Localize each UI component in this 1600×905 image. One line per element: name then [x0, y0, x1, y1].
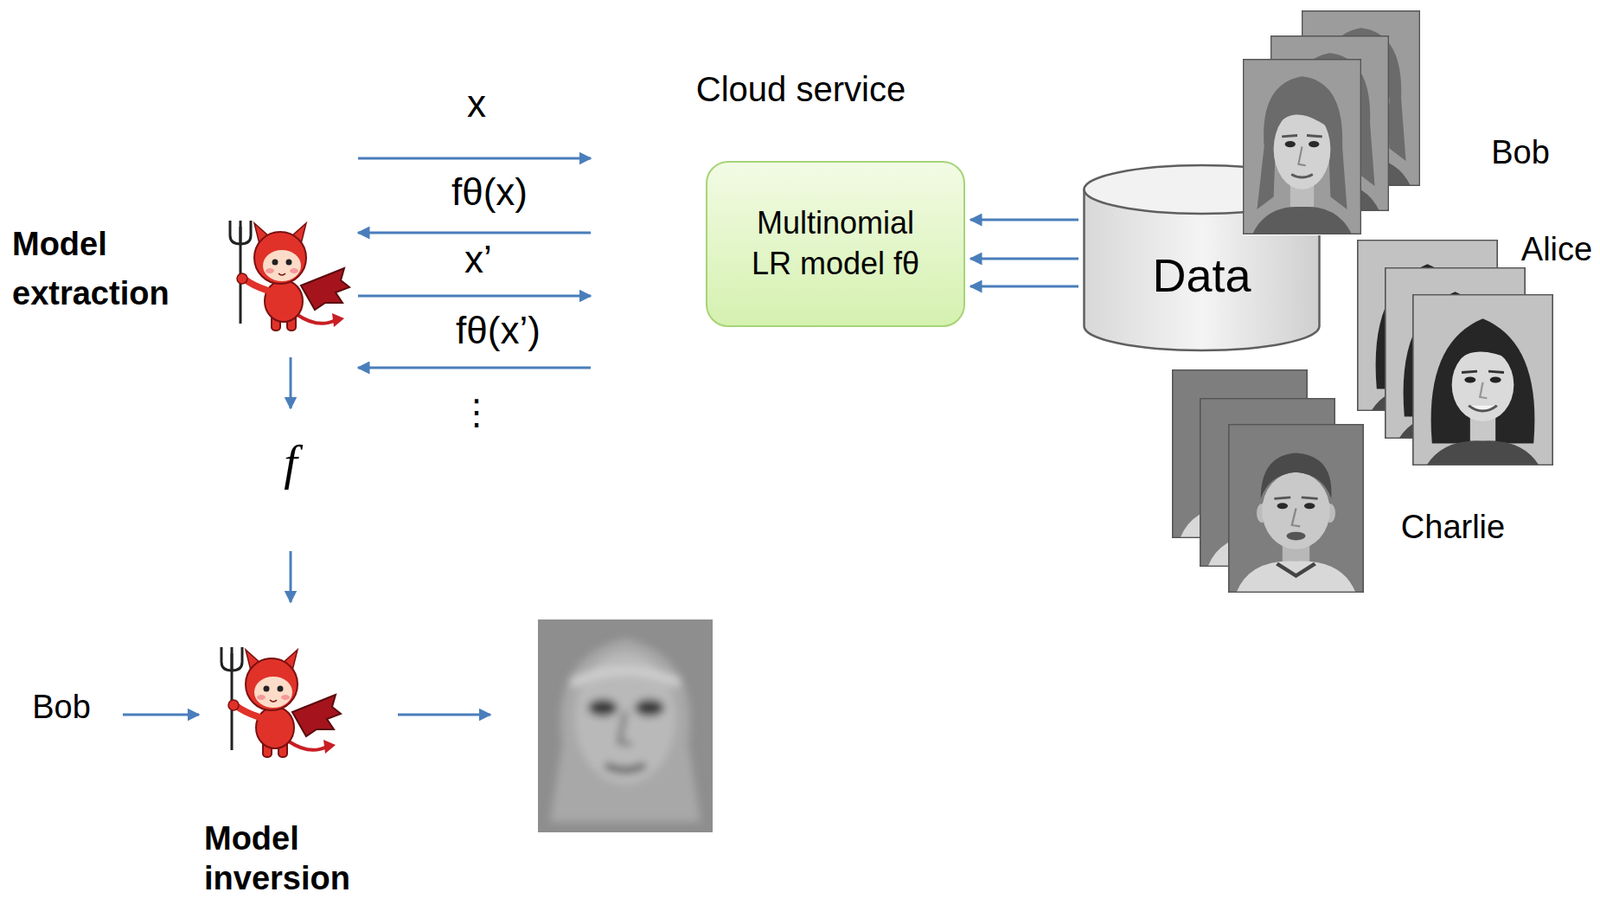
query-arrows-part: [358, 294, 591, 298]
query-arrows-part: [397, 713, 491, 717]
server-icon-part: [633, 204, 694, 295]
data-flow-arrow: [970, 257, 1079, 261]
query-arrows: [122, 158, 591, 715]
cloud-outline-part: [562, 125, 1017, 416]
query-arrows-part: [122, 713, 199, 717]
query-input: x: [467, 82, 487, 127]
reconstructed-face-part-part: [634, 698, 665, 717]
reconstructed-face-part: [550, 638, 701, 822]
face-photos-part: [1412, 294, 1554, 466]
query-output: fθ(x’): [455, 308, 541, 353]
reconstructed-face-part-part: [588, 698, 618, 717]
server-icon-part: [591, 188, 625, 409]
attacker-icon: [221, 646, 341, 757]
database-cylinder-part: [1084, 165, 1320, 351]
person-name: Alice: [1521, 230, 1593, 269]
person-name: Charlie: [1401, 508, 1505, 547]
server-icon: [591, 188, 703, 409]
server-icon-part: [624, 300, 703, 302]
data-flow-arrow: [970, 285, 1079, 288]
reconstructed-face-part-part: [619, 710, 632, 744]
ellipsis-mark: ⋮: [459, 391, 494, 432]
reconstructed-face: [537, 619, 713, 832]
server-icon-part: [624, 190, 703, 409]
store-label: Data: [1152, 248, 1251, 302]
cloud-region: Cloud serviceMultinomial LR model fθ: [544, 60, 1030, 416]
model-label: Multinomial LR model fθ: [742, 203, 929, 285]
query-arrows-part: [289, 550, 293, 602]
query-input: x’: [464, 237, 493, 282]
reconstructed-face-part-part: [550, 638, 701, 822]
query-arrows-part: [358, 366, 591, 370]
cloud-outline-part-part: [562, 207, 701, 346]
model-box: Multinomial LR model fθ: [705, 160, 966, 327]
data-store: Data: [1081, 163, 1322, 352]
query-arrows-part: [358, 157, 591, 160]
database-cylinder-part-part: [1084, 165, 1320, 214]
cloud-outline-part-part: [562, 207, 701, 346]
server-icon-part: [633, 307, 694, 398]
reconstructed-face-part-part: [605, 764, 646, 770]
region-heading: Cloud service: [544, 60, 1030, 109]
cloud-outline-part-part: [596, 285, 701, 390]
phase-title: Model extraction: [12, 219, 212, 319]
attacker-icon: [230, 220, 350, 331]
query-arrows-part: [358, 231, 591, 235]
reconstructed-face-part: [537, 619, 713, 832]
phase-title: Model inversion: [204, 818, 404, 898]
person-name: Bob: [1491, 134, 1550, 173]
server-icon-part: [591, 188, 703, 201]
target-name: Bob: [32, 688, 91, 727]
data-flow-arrow: [970, 218, 1079, 222]
cloud-outline-part: [562, 125, 1017, 416]
query-output: fθ(x): [451, 170, 528, 215]
extracted-model: f: [283, 435, 298, 491]
face-photos-part: [1228, 423, 1364, 593]
query-arrows-part: [289, 357, 293, 409]
reconstructed-face-part-part: [570, 670, 680, 684]
cloud-outline-part-part: [596, 285, 701, 390]
